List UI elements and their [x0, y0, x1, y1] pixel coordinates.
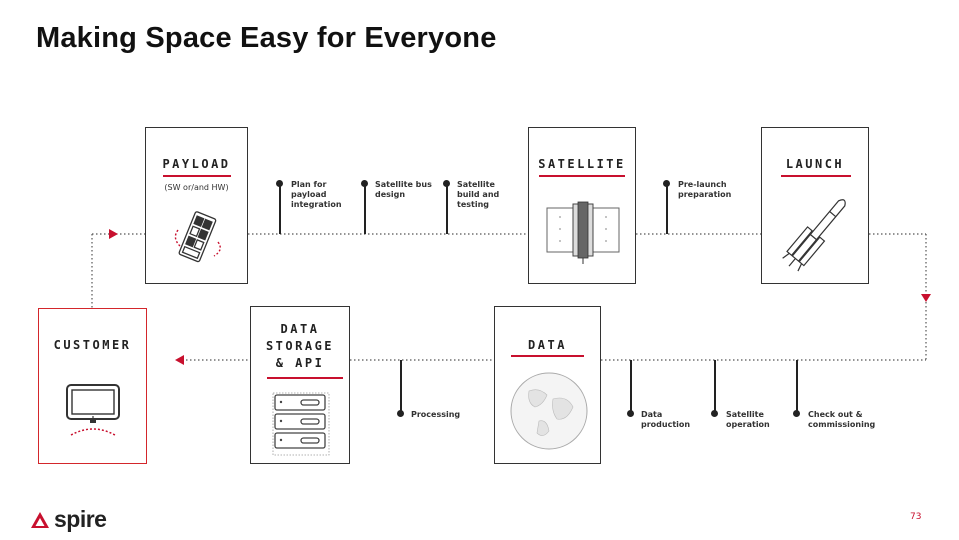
- payload-module-icon: [174, 211, 221, 263]
- monitor-icon: [66, 384, 120, 436]
- payload-box: PAYLOAD (SW or/and HW): [145, 127, 248, 284]
- arrow-right-icon: [109, 229, 118, 239]
- step-connector: [400, 360, 402, 412]
- payload-underline: [163, 175, 231, 177]
- launch-box: LAUNCH: [761, 127, 869, 284]
- step-connector: [666, 184, 668, 234]
- storage-label-line3: & API: [275, 356, 325, 370]
- step-dot: [361, 180, 368, 187]
- arrow-down-icon: [921, 294, 931, 302]
- storage-underline: [267, 377, 343, 379]
- step-connector: [630, 360, 632, 412]
- satellite-icon: [546, 201, 620, 264]
- data-storage-box: DATA STORAGE & API: [250, 306, 350, 464]
- data-underline: [511, 355, 584, 357]
- spire-triangle-logo-icon: [31, 511, 49, 528]
- step-checkout: Check out &commissioning: [808, 410, 876, 429]
- storage-label-line1: DATA: [280, 322, 320, 336]
- step-connector: [364, 184, 366, 234]
- step-dot: [793, 410, 800, 417]
- page-number: 73: [910, 512, 922, 522]
- payload-label: PAYLOAD: [162, 157, 231, 171]
- step-dot: [627, 410, 634, 417]
- launch-underline: [781, 175, 851, 177]
- step-connector: [279, 184, 281, 234]
- payload-subtitle: (SW or/and HW): [164, 183, 229, 192]
- customer-label: CUSTOMER: [53, 338, 132, 352]
- data-label: DATA: [528, 338, 567, 352]
- satellite-label: SATELLITE: [538, 157, 626, 171]
- spire-wordmark: spire: [54, 506, 107, 532]
- step-dot: [276, 180, 283, 187]
- arrow-left-icon: [175, 355, 184, 365]
- launch-label: LAUNCH: [785, 157, 845, 171]
- page-title: Making Space Easy for Everyone: [36, 22, 497, 54]
- step-dot: [711, 410, 718, 417]
- satellite-underline: [539, 175, 625, 177]
- step-dot: [663, 180, 670, 187]
- step-dot: [397, 410, 404, 417]
- step-connector: [446, 184, 448, 234]
- step-processing: Processing: [411, 410, 461, 419]
- step-connector: [796, 360, 798, 412]
- step-dot: [443, 180, 450, 187]
- globe-icon: [510, 372, 588, 450]
- step-connector: [714, 360, 716, 412]
- server-stack-icon: [272, 392, 330, 456]
- satellite-box: SATELLITE: [528, 127, 636, 284]
- rocket-icon: [782, 199, 846, 272]
- spire-logo: spire: [30, 506, 107, 533]
- storage-label-line2: STORAGE: [265, 339, 335, 353]
- customer-box: CUSTOMER: [38, 308, 147, 464]
- data-box: DATA: [494, 306, 601, 464]
